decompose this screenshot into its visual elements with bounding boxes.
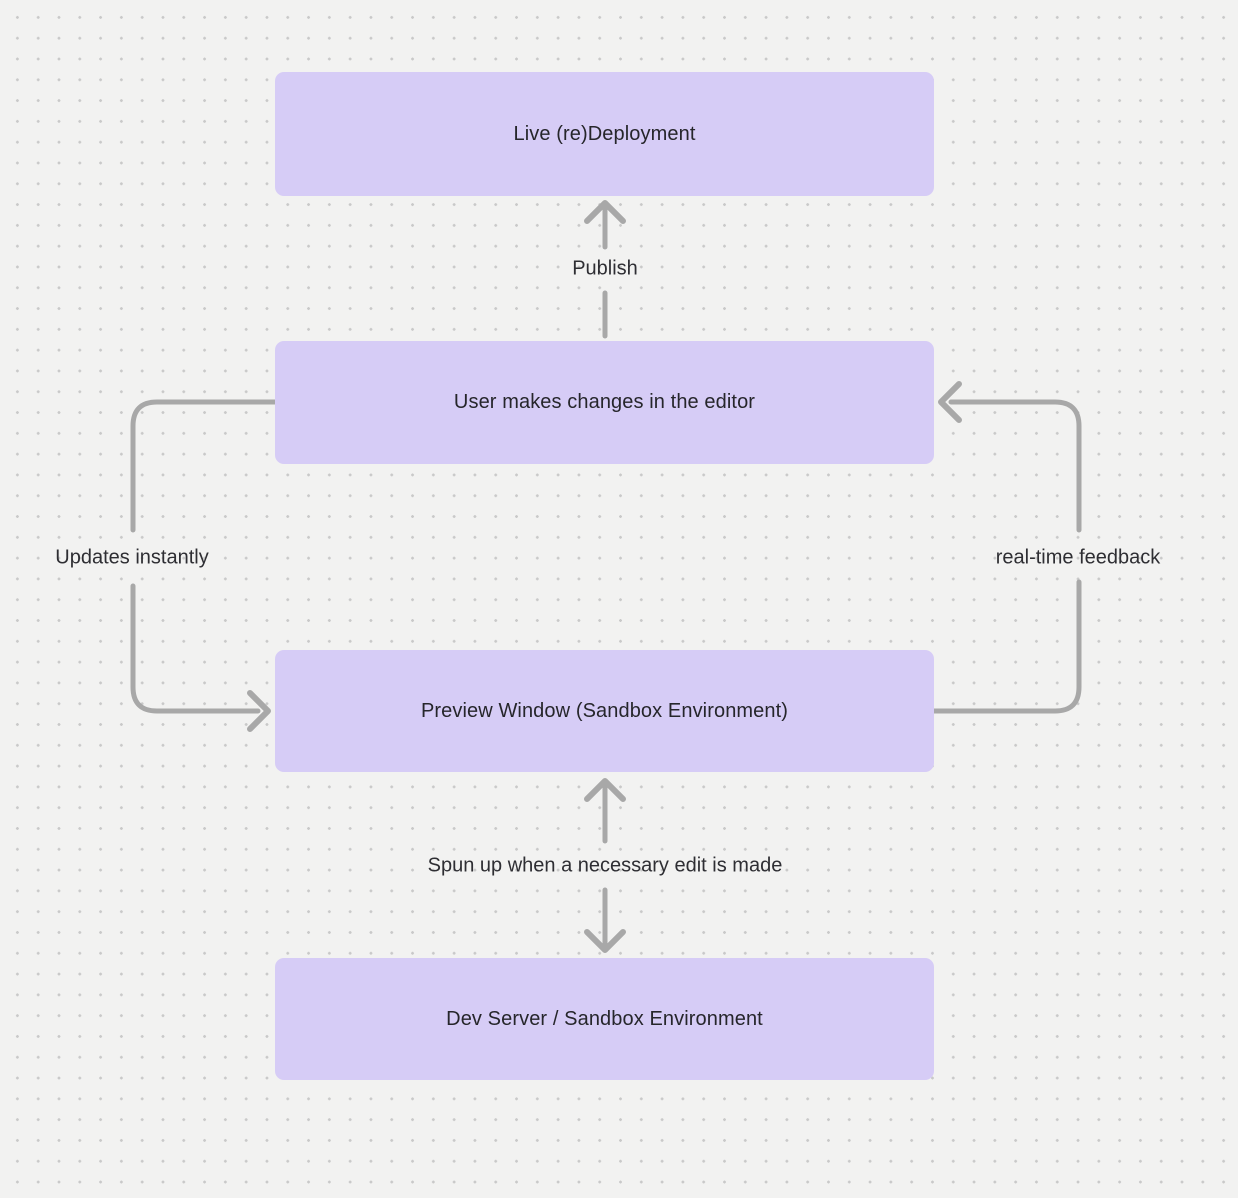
node-dev-server[interactable]: Dev Server / Sandbox Environment bbox=[275, 958, 934, 1080]
node-preview-window[interactable]: Preview Window (Sandbox Environment) bbox=[275, 650, 934, 772]
edge-spun-up-arrows bbox=[584, 778, 626, 953]
edge-label-real-time-feedback: real-time feedback bbox=[995, 546, 1161, 569]
node-label: Preview Window (Sandbox Environment) bbox=[420, 699, 789, 722]
edge-label-publish: Publish bbox=[572, 257, 638, 280]
arrowhead-right-icon bbox=[247, 690, 271, 732]
arrowhead-down-icon bbox=[584, 929, 626, 953]
node-label: Live (re)Deployment bbox=[513, 122, 696, 145]
edge-label-updates-instantly: Updates instantly bbox=[55, 546, 209, 569]
edge-real-time-feedback-arrow bbox=[931, 381, 1082, 714]
arrowhead-up-icon bbox=[584, 778, 626, 802]
node-label: User makes changes in the editor bbox=[453, 391, 756, 413]
edge-updates-instantly-arrow bbox=[130, 399, 278, 732]
arrowhead-up-icon bbox=[584, 200, 626, 224]
edge-label-spun-up: Spun up when a necessary edit is made bbox=[427, 854, 783, 877]
edge-publish-arrow bbox=[584, 200, 626, 339]
node-label: Dev Server / Sandbox Environment bbox=[446, 1007, 763, 1030]
node-user-editor-changes[interactable]: User makes changes in the editor bbox=[275, 341, 934, 464]
node-live-redeployment[interactable]: Live (re)Deployment bbox=[275, 72, 934, 196]
arrowhead-left-icon bbox=[938, 381, 962, 423]
